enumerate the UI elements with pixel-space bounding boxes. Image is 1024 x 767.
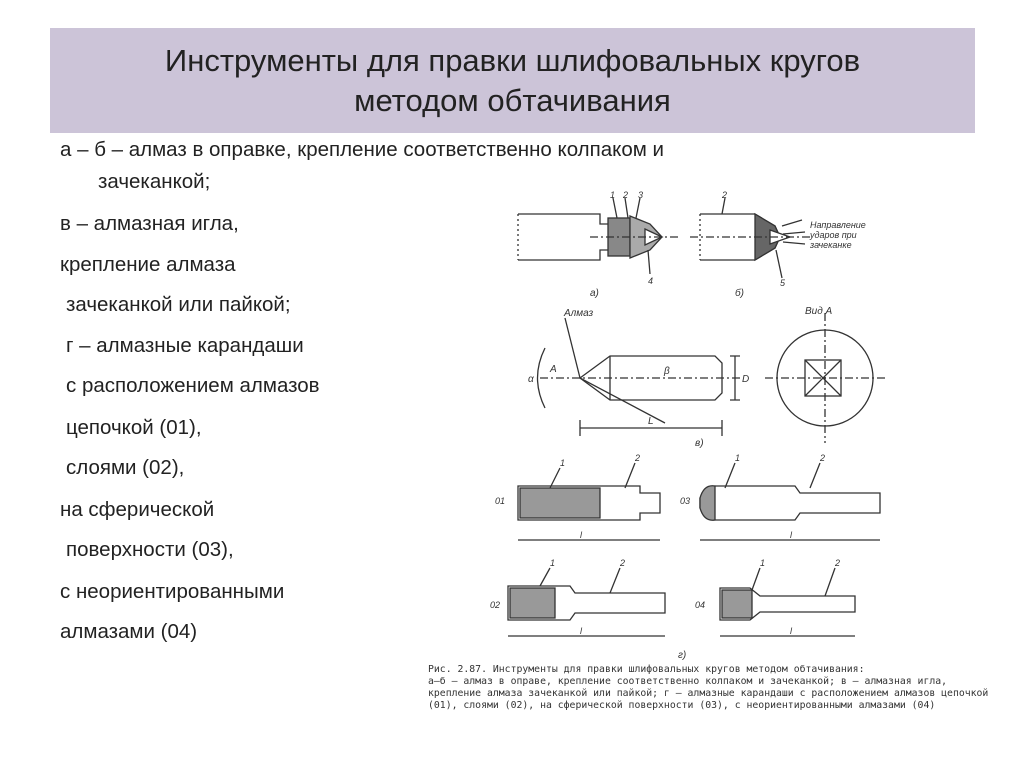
text-line: с неориентированными	[60, 580, 285, 603]
text-line: крепление алмаза	[60, 253, 236, 276]
a-label: A	[549, 364, 557, 375]
label-v: в)	[695, 438, 704, 449]
l-label-v: L	[648, 416, 654, 427]
text-line: поверхности (03),	[66, 538, 234, 561]
slide-title: Инструменты для правки шлифовальных круг…	[165, 41, 860, 121]
label-2-01: 2	[634, 453, 640, 463]
label-1-04: 1	[760, 558, 765, 568]
label-02: 02	[490, 600, 500, 610]
title-line-2: методом обтачивания	[354, 82, 671, 118]
l-label-01: l	[580, 530, 583, 540]
direction-label-2: ударов при	[809, 230, 857, 240]
alpha-label: α	[528, 374, 534, 385]
text-line: зачеканкой или пайкой;	[66, 293, 291, 316]
text-line: алмазами (04)	[60, 620, 198, 643]
label-2-03: 2	[819, 453, 825, 463]
beta-label: β	[663, 366, 670, 377]
text-line: а – б – алмаз в оправке, крепление соотв…	[60, 138, 664, 161]
technical-drawing: 1 2 3 4 2 5 Направление ударов при зачек…	[490, 190, 885, 661]
pencils-top	[517, 462, 881, 541]
text-line: на сферической	[60, 498, 215, 521]
figure-v	[536, 313, 885, 443]
label-a: а)	[590, 288, 599, 299]
label-2-04: 2	[834, 558, 840, 568]
l-label-04: l	[790, 626, 793, 636]
label-3: 3	[638, 190, 643, 200]
title-line-1: Инструменты для правки шлифовальных круг…	[164, 42, 861, 78]
l-label-03: l	[790, 530, 793, 540]
label-b: б)	[735, 287, 744, 299]
text-line: в – алмазная игла,	[60, 212, 239, 235]
figure-a	[517, 197, 810, 279]
direction-label-3: зачеканке	[809, 240, 852, 250]
direction-label-1: Направление	[810, 220, 866, 230]
pencils-bottom	[507, 567, 856, 637]
label-1-03: 1	[735, 453, 740, 463]
label-03: 03	[680, 496, 690, 506]
text-line: зачеканкой;	[98, 170, 211, 193]
label-4: 4	[648, 276, 653, 286]
label-1: 1	[610, 190, 615, 200]
label-2b: 2	[721, 190, 727, 200]
caption-line: а—б — алмаз в оправе, крепление соответс…	[428, 676, 948, 687]
label-5: 5	[780, 278, 786, 288]
text-line: слоями (02),	[66, 456, 185, 479]
text-line: цепочкой (01),	[66, 416, 202, 439]
label-2-02: 2	[619, 558, 625, 568]
l-label-02: l	[580, 626, 583, 636]
caption-line: Рис. 2.87. Инструменты для правки шлифов…	[428, 664, 865, 675]
d-label: D	[742, 374, 749, 385]
label-04: 04	[695, 600, 705, 610]
almaz-label: Алмаз	[563, 308, 594, 319]
label-1-01: 1	[560, 458, 565, 468]
caption-line: (01), слоями (02), на сферической поверх…	[428, 700, 936, 711]
vid-a-label: Вид А	[805, 306, 833, 317]
label-01: 01	[495, 496, 505, 506]
label-2: 2	[622, 190, 628, 200]
text-line: г – алмазные карандаши	[66, 334, 304, 357]
label-1-02: 1	[550, 558, 555, 568]
text-line: с расположением алмазов	[66, 374, 320, 397]
figure-caption: Рис. 2.87. Инструменты для правки шлифов…	[428, 664, 989, 712]
title-bar: Инструменты для правки шлифовальных круг…	[50, 28, 975, 133]
label-g: г)	[678, 650, 686, 661]
caption-line: крепление алмаза зачеканкой или пайкой; …	[428, 688, 989, 699]
